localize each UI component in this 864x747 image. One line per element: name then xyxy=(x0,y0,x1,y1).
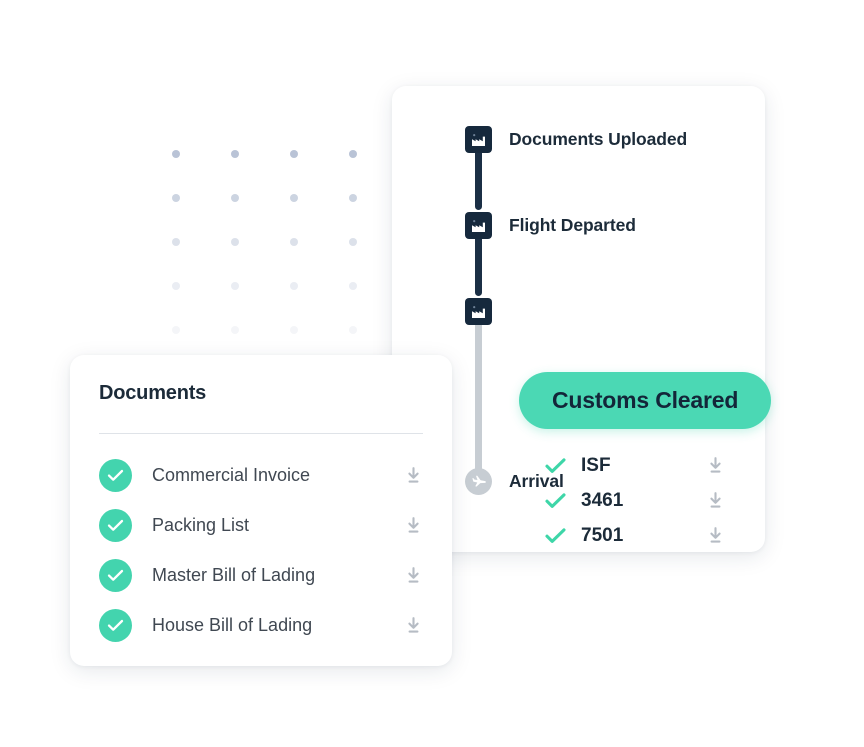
grid-dot xyxy=(172,326,180,334)
factory-icon xyxy=(465,298,492,325)
customs-filings-list: ISF 3461 xyxy=(545,448,725,553)
grid-dot xyxy=(231,194,239,202)
check-circle-icon xyxy=(99,558,132,592)
check-icon xyxy=(545,527,567,544)
grid-dot xyxy=(290,150,298,158)
timeline-milestone-customs-cleared[interactable] xyxy=(465,298,492,325)
download-icon[interactable] xyxy=(404,466,423,485)
dot-grid-row xyxy=(172,194,364,238)
download-icon[interactable] xyxy=(706,456,725,475)
airplane-icon xyxy=(465,468,492,495)
list-item[interactable]: Commercial Invoice xyxy=(99,450,423,500)
factory-icon xyxy=(465,212,492,239)
status-badge-label: Customs Cleared xyxy=(552,387,739,413)
check-circle-icon xyxy=(99,608,132,642)
timeline-milestone-label: Arrival xyxy=(509,471,564,491)
grid-dot xyxy=(349,238,357,246)
grid-dot xyxy=(231,238,239,246)
page-title: Documents xyxy=(99,382,207,404)
shipment-status-card: Documents Uploaded Flight Departed xyxy=(392,86,772,553)
filing-label: ISF xyxy=(581,454,611,476)
grid-dot xyxy=(290,238,298,246)
grid-dot xyxy=(231,150,239,158)
grid-dot xyxy=(349,150,357,158)
grid-dot xyxy=(172,282,180,290)
download-icon[interactable] xyxy=(706,491,725,510)
filing-label: 3461 xyxy=(581,489,624,511)
download-icon[interactable] xyxy=(404,616,423,635)
status-badge-customs-cleared[interactable]: Customs Cleared xyxy=(519,372,772,429)
download-icon[interactable] xyxy=(404,566,423,585)
grid-dot xyxy=(172,194,180,202)
timeline-milestone-documents-uploaded[interactable]: Documents Uploaded xyxy=(465,126,687,153)
timeline-connector-pending xyxy=(475,320,482,473)
grid-dot xyxy=(290,282,298,290)
documents-list: Commercial Invoice Packing List xyxy=(99,450,423,650)
list-item[interactable]: 3461 xyxy=(545,483,725,518)
grid-dot xyxy=(172,150,180,158)
grid-dot xyxy=(172,238,180,246)
grid-dot xyxy=(290,194,298,202)
list-item[interactable]: House Bill of Lading xyxy=(99,600,423,650)
check-icon xyxy=(545,492,567,509)
documents-card: Documents Commercial Invoice xyxy=(70,355,452,666)
filing-label: 7501 xyxy=(581,524,624,546)
check-icon xyxy=(545,457,567,474)
grid-dot xyxy=(231,326,239,334)
download-icon[interactable] xyxy=(404,516,423,535)
dot-grid-row xyxy=(172,238,364,282)
decorative-dot-grid xyxy=(172,150,364,336)
check-circle-icon xyxy=(99,458,132,492)
list-item[interactable]: ISF xyxy=(545,448,725,483)
shipment-timeline: Documents Uploaded Flight Departed xyxy=(392,86,765,552)
factory-icon xyxy=(465,126,492,153)
download-icon[interactable] xyxy=(706,526,725,545)
check-circle-icon xyxy=(99,508,132,542)
list-item[interactable]: 7501 xyxy=(545,518,725,553)
grid-dot xyxy=(349,282,357,290)
dot-grid-row xyxy=(172,282,364,326)
timeline-milestone-flight-departed[interactable]: Flight Departed xyxy=(465,212,636,239)
document-label: House Bill of Lading xyxy=(152,614,313,635)
document-label: Commercial Invoice xyxy=(152,464,311,485)
grid-dot xyxy=(349,326,357,334)
document-label: Packing List xyxy=(152,514,250,535)
timeline-milestone-arrival[interactable]: Arrival xyxy=(465,468,564,495)
list-item[interactable]: Master Bill of Lading xyxy=(99,550,423,600)
timeline-milestone-label: Documents Uploaded xyxy=(509,129,688,149)
grid-dot xyxy=(231,282,239,290)
divider xyxy=(99,433,423,434)
timeline-connector-complete xyxy=(475,148,482,210)
dot-grid-row xyxy=(172,326,364,370)
timeline-milestone-label: Flight Departed xyxy=(509,215,636,235)
grid-dot xyxy=(349,194,357,202)
dot-grid-row xyxy=(172,150,364,194)
grid-dot xyxy=(290,326,298,334)
document-label: Master Bill of Lading xyxy=(152,564,316,585)
timeline-connector-complete xyxy=(475,234,482,296)
list-item[interactable]: Packing List xyxy=(99,500,423,550)
